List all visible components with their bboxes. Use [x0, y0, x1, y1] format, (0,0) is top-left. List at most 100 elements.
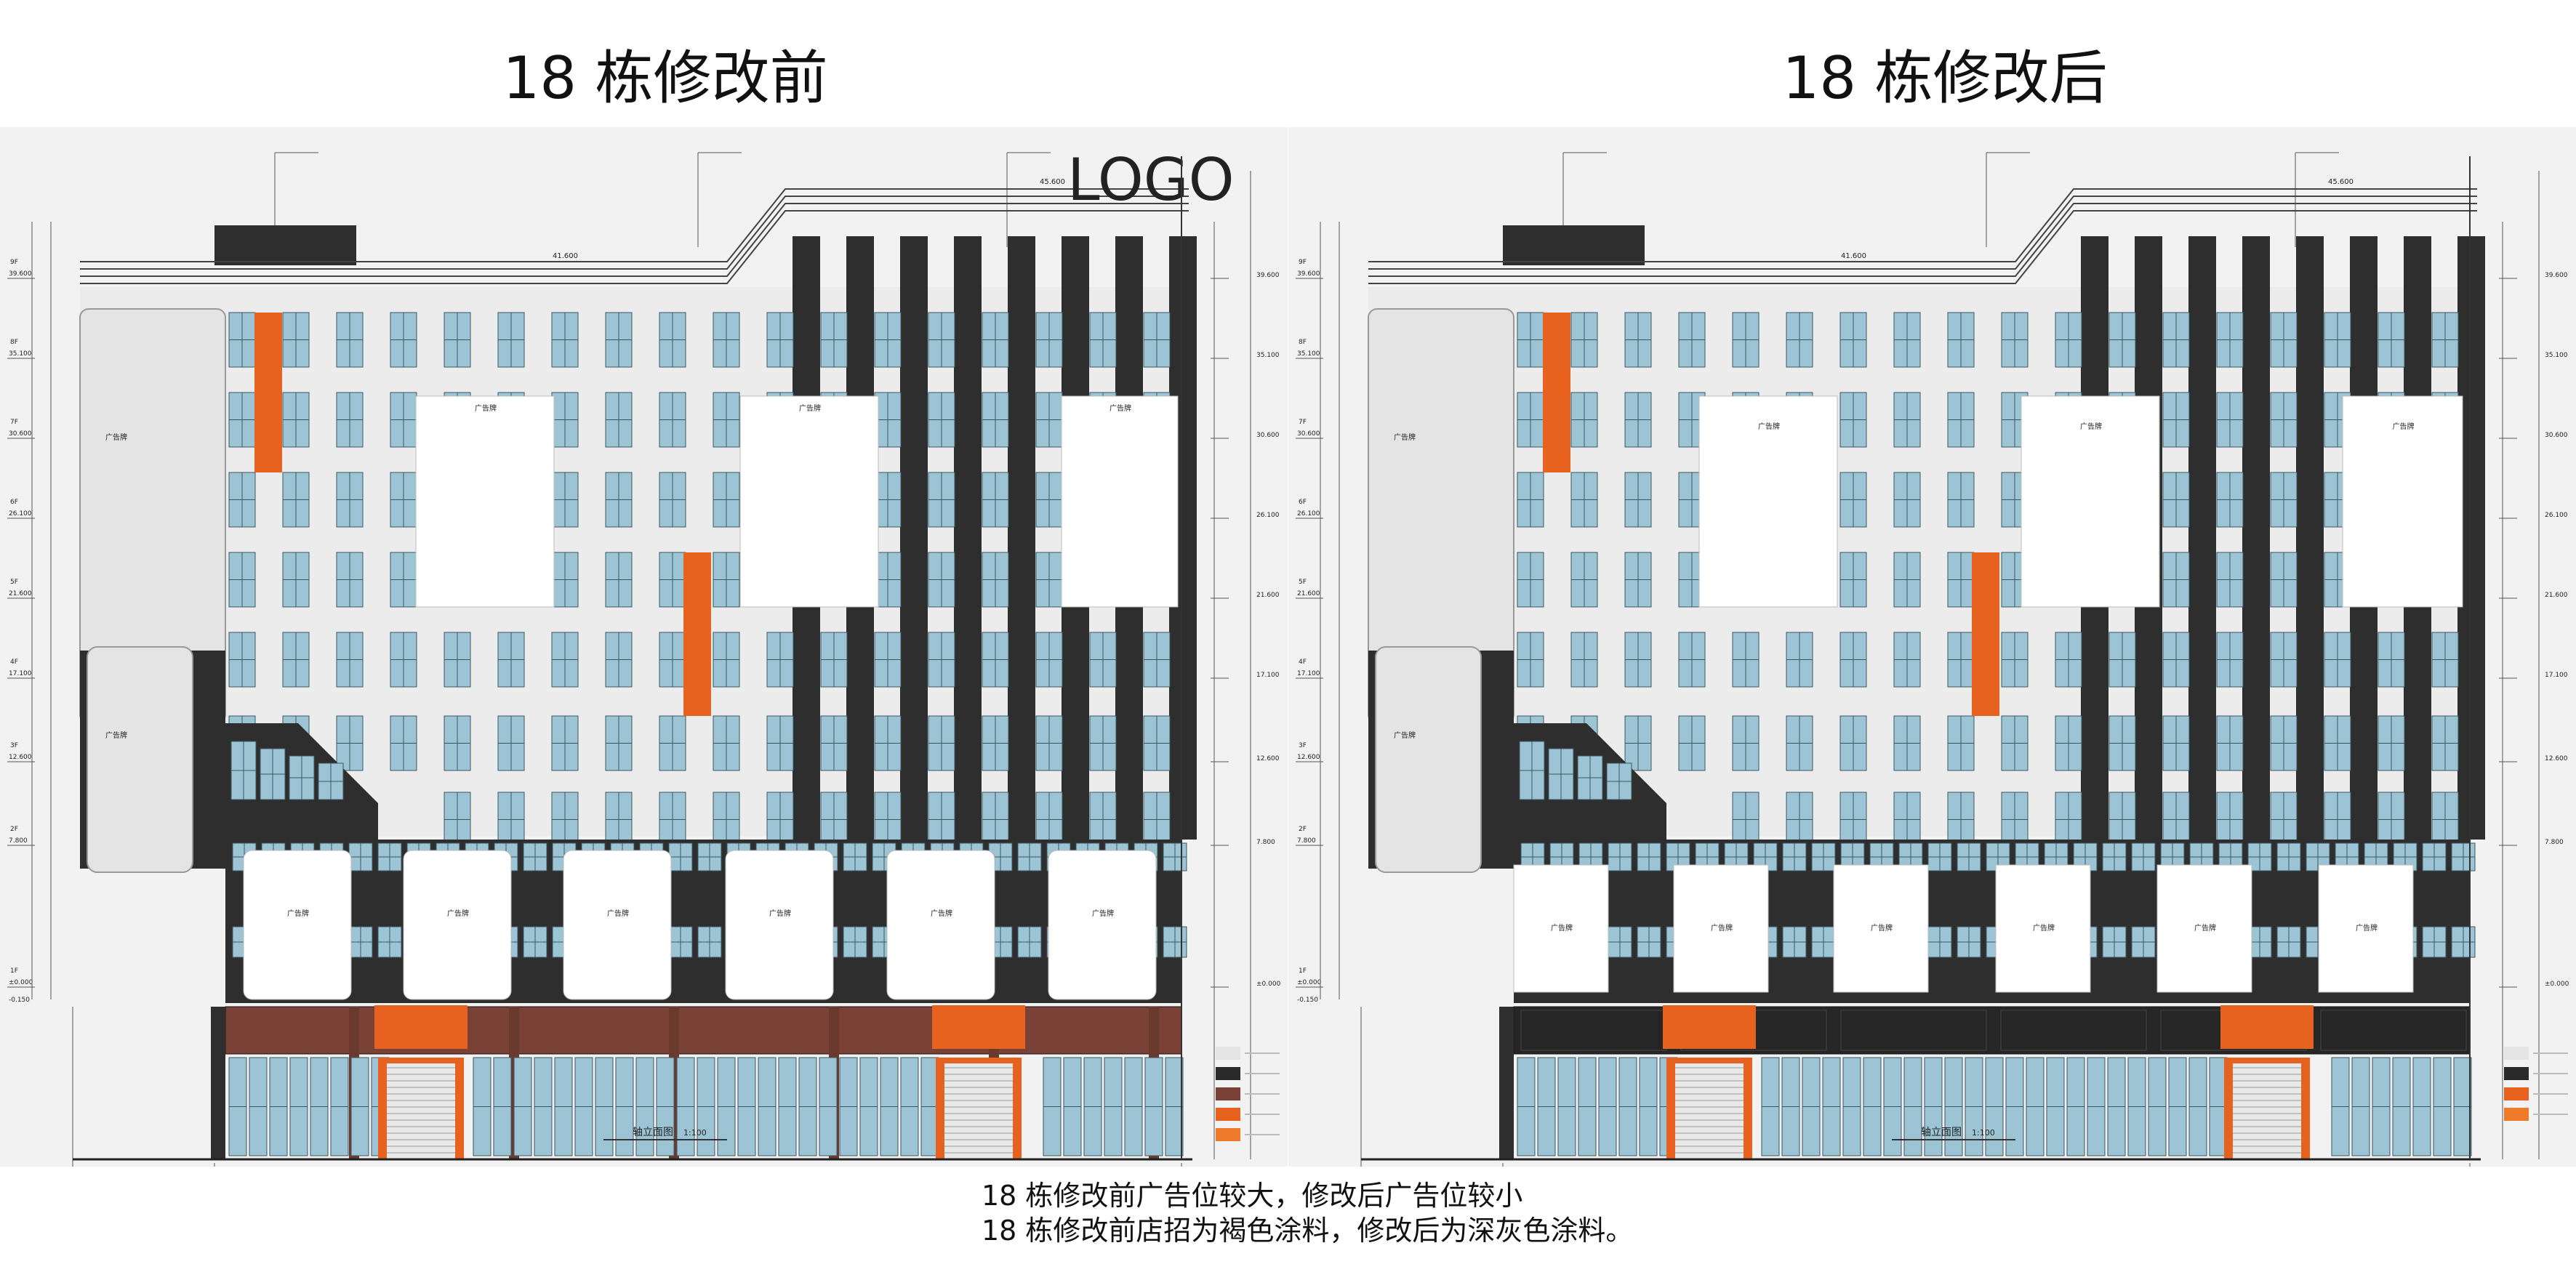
orange-signboard-2 [932, 1005, 1025, 1049]
level-label-right: 35.100 [1256, 352, 1280, 359]
legend-swatch-2 [2504, 1067, 2529, 1080]
level-label: ±0.000 [9, 979, 33, 986]
legend-swatch-1 [2504, 1047, 2529, 1060]
billboard-podium-3 [1833, 864, 1929, 993]
level-label: 17.100 [1297, 670, 1320, 677]
floor-label: 5F [10, 579, 18, 586]
facade-stripe [2296, 236, 2324, 840]
legend-swatch-3 [1216, 1087, 1240, 1100]
ad-label: 广告牌 [2393, 422, 2415, 431]
level-label-right: 39.600 [1256, 272, 1280, 279]
rolling-shutter [944, 1063, 1013, 1159]
podium-gap [73, 876, 225, 1007]
orange-signboard-1 [1663, 1005, 1756, 1049]
level-label-right: 17.100 [1256, 672, 1280, 679]
billboard-podium-2 [403, 850, 512, 1000]
ad-label: 广告牌 [1551, 923, 1573, 933]
legend-swatch-2 [1216, 1067, 1240, 1080]
floor-label: 3F [1299, 742, 1307, 749]
left-lower-panel [87, 646, 193, 873]
top-level-label: 45.600 [1040, 178, 1065, 186]
ad-label: 广告牌 [2033, 923, 2055, 933]
level-label-right: 35.100 [2545, 352, 2568, 359]
ad-label: 广告牌 [105, 432, 127, 442]
level-label: 39.600 [9, 270, 32, 278]
floor-label: 7F [10, 419, 18, 426]
elevation-name: 轴立面图 [633, 1127, 673, 1138]
level-label: 21.600 [1297, 590, 1320, 597]
floor-label: 2F [1299, 826, 1307, 833]
facade-stripe [2242, 236, 2270, 840]
billboard-podium-2 [1673, 864, 1769, 993]
level-label-right: 12.600 [2545, 755, 2568, 762]
billboard-tower-1 [415, 395, 555, 608]
elevation-svg-before: 9F39.6008F35.1007F30.6006F26.1005F21.600… [7, 146, 1281, 1167]
left-lower-panel [1375, 646, 1482, 873]
legend-swatch-3 [2504, 1087, 2529, 1100]
orange-accent-strip [1972, 552, 1999, 716]
roof-equipment-block [214, 225, 356, 265]
storefront-signboard [1513, 1006, 2471, 1055]
orange-signboard-1 [374, 1005, 468, 1049]
level-label-right: 21.600 [2545, 592, 2568, 599]
rolling-shutter [387, 1063, 455, 1159]
facade-stripe [900, 236, 928, 840]
ad-label: 广告牌 [1092, 909, 1114, 918]
facade-stripe [1008, 236, 1035, 840]
level-label: 39.600 [1297, 270, 1320, 278]
ad-label: 广告牌 [1110, 403, 1131, 413]
caption-signboard-color: 18 栋修改前店招为褐色涂料，修改后为深灰色涂料。 [982, 1215, 1634, 1247]
ad-label: 广告牌 [1394, 730, 1416, 740]
billboard-tower-2 [739, 395, 879, 608]
top-level-label: 45.600 [2328, 178, 2354, 186]
level-label-right: 7.800 [1256, 839, 1275, 846]
floor-label: 9F [1299, 259, 1307, 266]
billboard-podium-3 [563, 850, 672, 1000]
level-label: -0.150 [9, 997, 30, 1004]
level-label: ±0.000 [1297, 979, 1322, 986]
signboard-panel [2320, 1010, 2467, 1051]
level-label-right: ±0.000 [2545, 981, 2569, 988]
level-label-right: 7.800 [2545, 839, 2564, 846]
billboard-podium-1 [1513, 864, 1609, 993]
billboard-podium-6 [1048, 850, 1157, 1000]
ad-label: 广告牌 [287, 909, 309, 918]
level-label: 35.100 [9, 350, 32, 358]
floor-label: 6F [10, 499, 18, 506]
facade-stripe [954, 236, 982, 840]
level-label: 30.600 [1297, 430, 1320, 438]
parapet-line [80, 196, 1189, 270]
level-label-right: ±0.000 [1256, 981, 1281, 988]
level-label: -0.150 [1297, 997, 1318, 1004]
floor-label: 8F [1299, 339, 1307, 346]
legend-swatch-5 [1216, 1128, 1240, 1141]
parapet-line [1368, 188, 2477, 262]
floor-label: 1F [1299, 967, 1307, 975]
level-label-right: 21.600 [1256, 592, 1280, 599]
title-before: 18 栋修改前 [502, 44, 828, 112]
billboard-tower-2 [2021, 395, 2160, 608]
parapet-line [80, 203, 1189, 277]
roof-level-label: 41.600 [1841, 252, 1866, 260]
floor-label: 4F [1299, 659, 1307, 666]
level-label-right: 30.600 [2545, 432, 2568, 439]
level-label-right: 30.600 [1256, 432, 1280, 439]
floor-label: 2F [10, 826, 18, 833]
level-label-right: 26.100 [1256, 512, 1280, 519]
level-label-right: 17.100 [2545, 672, 2568, 679]
ad-label: 广告牌 [2080, 422, 2102, 431]
orange-accent-strip [254, 313, 282, 472]
floor-label: 5F [1299, 579, 1307, 586]
ad-label: 广告牌 [1758, 422, 1780, 431]
level-label: 17.100 [9, 670, 32, 677]
billboard-podium-5 [886, 850, 995, 1000]
elevation-scale: 1:100 [1972, 1128, 1995, 1138]
rolling-shutter [2233, 1063, 2301, 1159]
elevation-scale: 1:100 [683, 1128, 707, 1138]
ad-label: 广告牌 [2356, 923, 2378, 933]
orange-accent-strip [683, 552, 711, 716]
level-label-right: 12.600 [1256, 755, 1280, 762]
elevation-svg-after: 9F39.6008F35.1007F30.6006F26.1005F21.600… [1296, 152, 2569, 1167]
ad-label: 广告牌 [1394, 432, 1416, 442]
